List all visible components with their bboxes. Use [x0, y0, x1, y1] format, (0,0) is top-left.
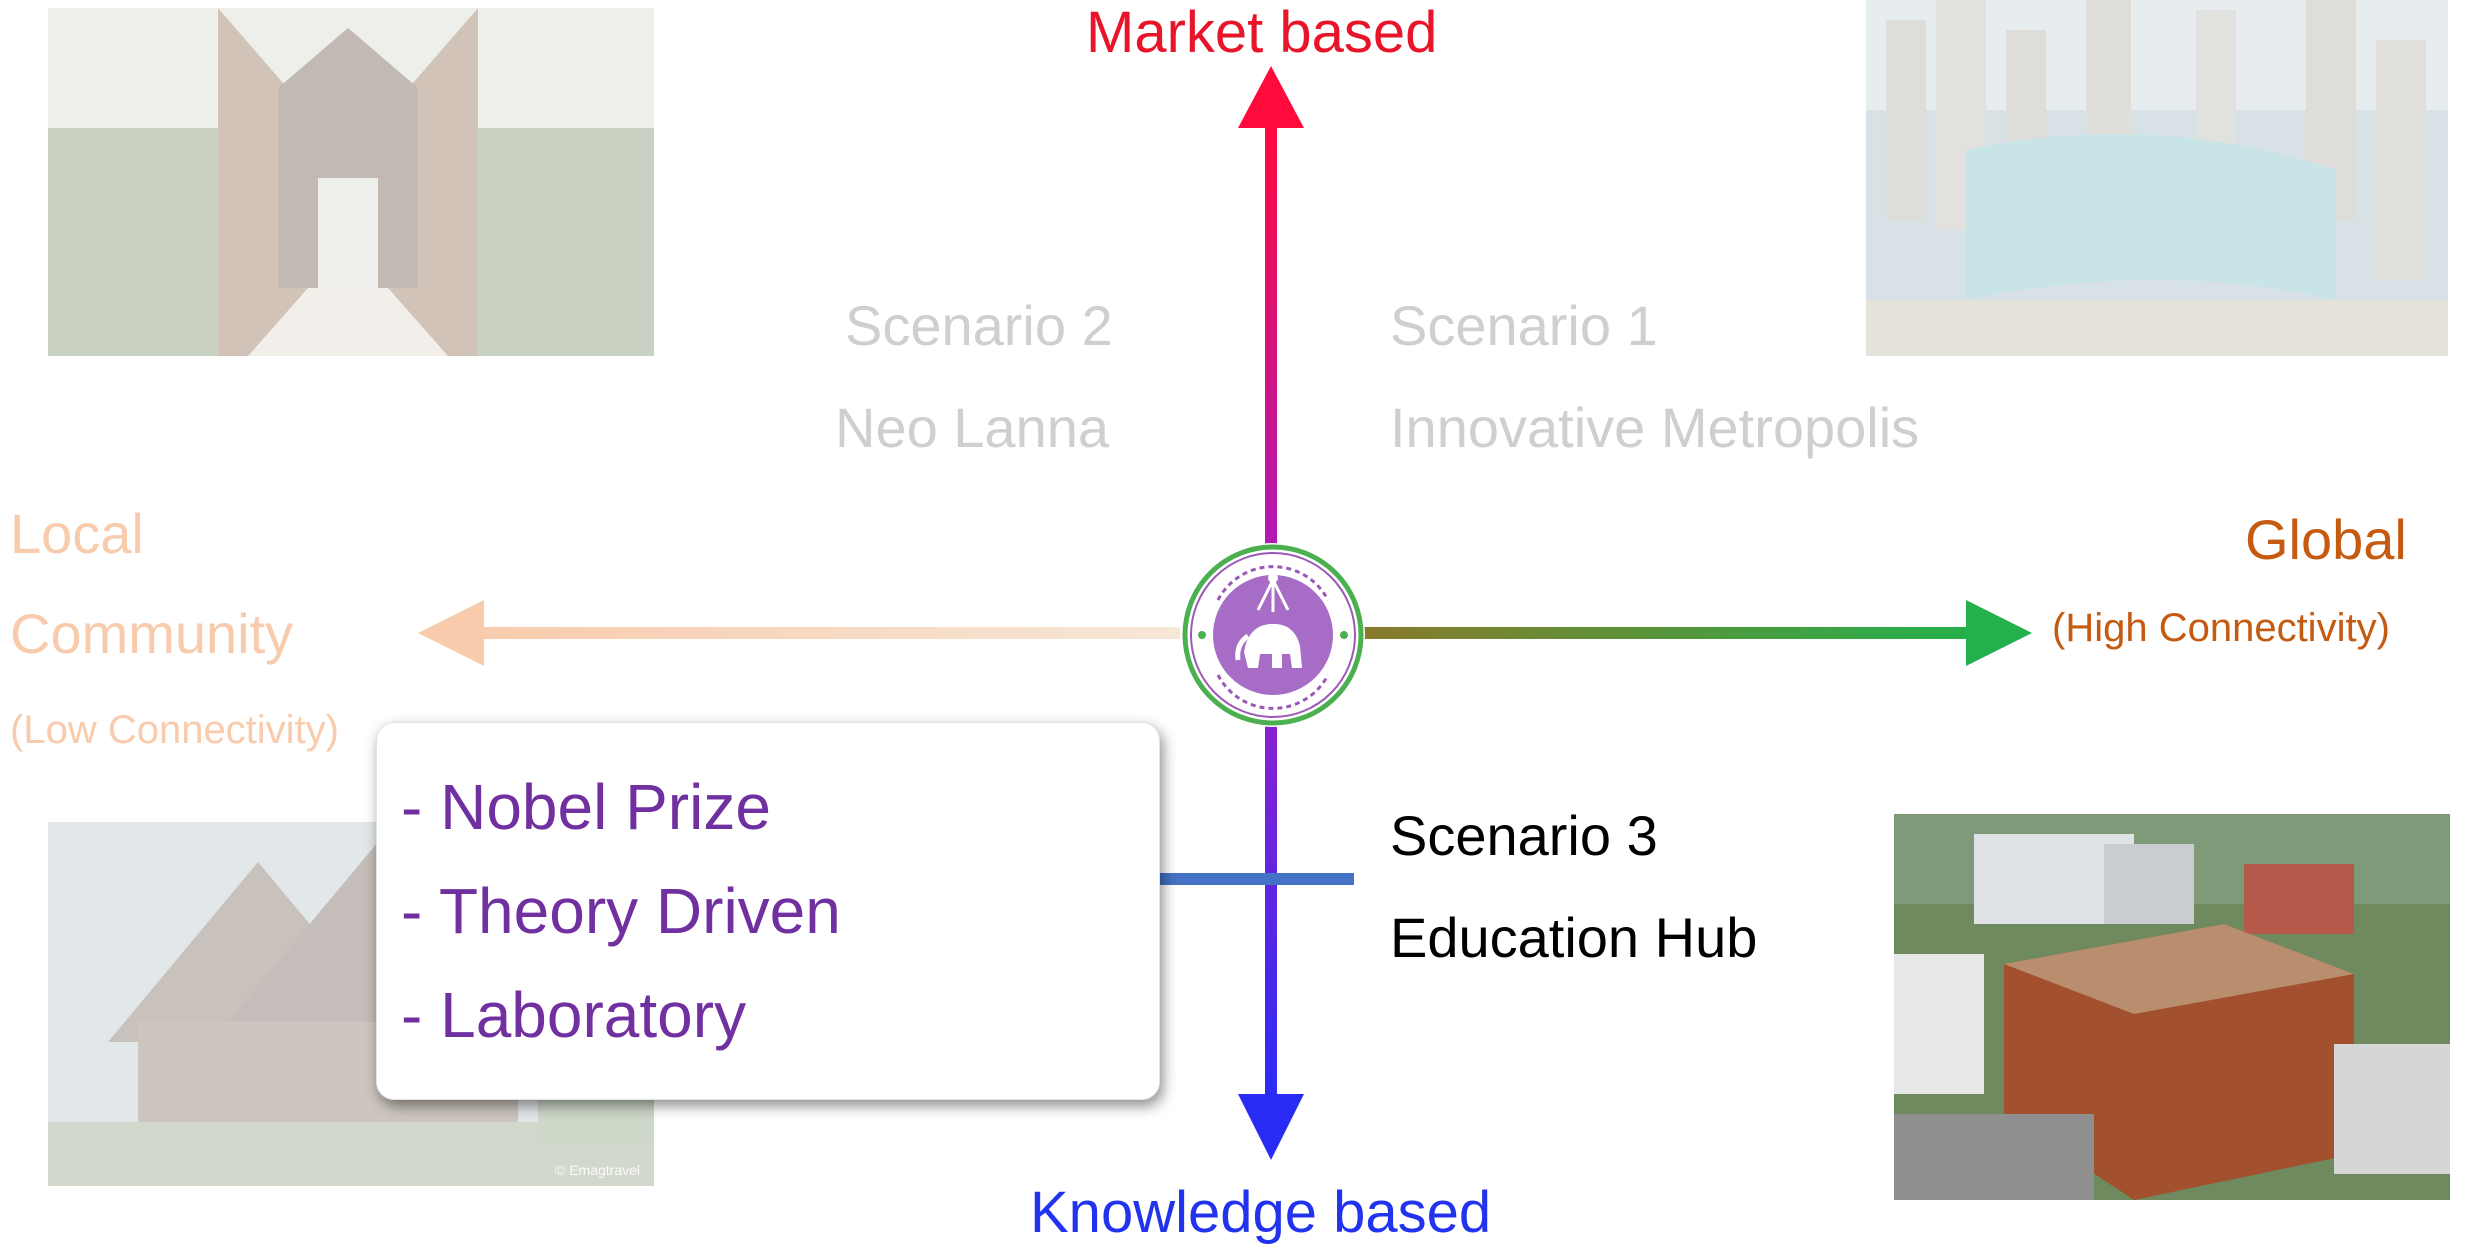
low-connectivity-label: (Low Connectivity) — [10, 708, 340, 752]
education-hub-traits-box: - Nobel Prize - Theory Driven - Laborato… — [376, 722, 1160, 1100]
trait-item: - Laboratory — [401, 979, 747, 1051]
scenario1-name: Innovative Metropolis — [1390, 396, 1920, 459]
horizontal-axis — [418, 600, 2032, 666]
community-label: Community — [10, 602, 294, 665]
market-based-label: Market based — [1086, 0, 1438, 65]
scenario3-name: Education Hub — [1390, 906, 1758, 969]
photo-education-hub — [1894, 814, 2450, 1200]
trait-item: - Theory Driven — [401, 875, 841, 947]
photo-credit: © Emagtravel — [554, 1162, 640, 1178]
arrowhead-up-icon — [1238, 66, 1304, 128]
global-label: Global — [2245, 508, 2407, 571]
arrowhead-left-icon — [418, 600, 484, 666]
arrowhead-right-icon — [1966, 600, 2032, 666]
local-label: Local — [10, 502, 144, 565]
photo-city-marina — [1866, 0, 2448, 356]
trait-item: - Nobel Prize — [401, 771, 771, 843]
scenario2-name: Neo Lanna — [835, 396, 1110, 459]
scenario3-title: Scenario 3 — [1390, 804, 1658, 867]
photo-lanna-pavilion — [48, 8, 654, 356]
arrowhead-down-icon — [1238, 1094, 1304, 1160]
university-seal-logo — [1181, 543, 1365, 727]
scenario2-title: Scenario 2 — [845, 294, 1113, 357]
scenario1-title: Scenario 1 — [1390, 294, 1658, 357]
high-connectivity-label: (High Connectivity) — [2052, 606, 2390, 650]
knowledge-based-label: Knowledge based — [1030, 1180, 1492, 1245]
